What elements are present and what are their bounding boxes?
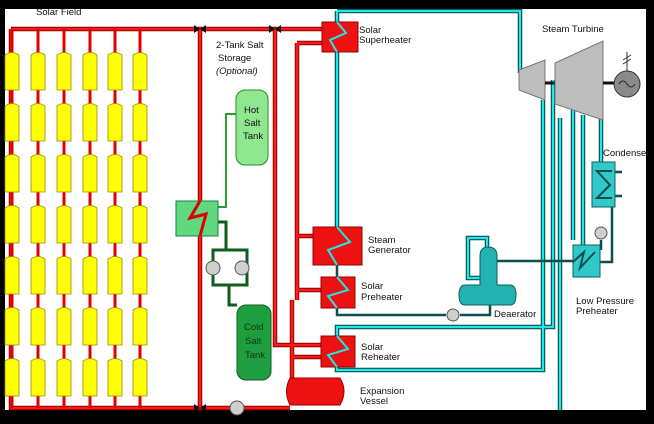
lp-turbine	[554, 40, 604, 121]
condenser	[591, 161, 616, 208]
solar-collector	[82, 307, 98, 346]
valves	[194, 25, 281, 412]
solar-collector	[4, 358, 20, 397]
solar-collector	[56, 307, 72, 346]
valve-icon	[194, 25, 206, 33]
solar-collector	[56, 103, 72, 142]
solar-collector	[56, 52, 72, 91]
steam-turbine-label: Steam Turbine	[542, 24, 604, 35]
solar-collector	[30, 358, 46, 397]
storage-label-2: Storage	[218, 53, 251, 64]
ground-icon	[622, 52, 632, 71]
ac-wave-icon	[618, 80, 636, 88]
valve-icon	[194, 404, 206, 412]
solar-collector	[4, 103, 20, 142]
pumps	[205, 226, 608, 416]
solar-collector	[30, 307, 46, 346]
solar-collector	[56, 154, 72, 193]
solar-collector	[82, 205, 98, 244]
pump-icon	[229, 400, 245, 416]
cold-salt-tank	[236, 304, 272, 381]
solar-collector	[132, 52, 148, 91]
solar-field-label: Solar Field	[36, 7, 81, 18]
hp-turbine	[518, 59, 546, 101]
expansion-vessel	[286, 377, 345, 406]
solar-collector	[132, 154, 148, 193]
pump-icon	[594, 226, 608, 240]
solar-collector	[4, 256, 20, 295]
solar-collector	[4, 205, 20, 244]
solar-collector	[30, 154, 46, 193]
solar-collector	[132, 205, 148, 244]
solar-collector	[30, 205, 46, 244]
solar-collector	[107, 205, 123, 244]
deaerator	[458, 246, 517, 306]
pump-icon	[205, 260, 221, 276]
solar-collector	[132, 358, 148, 397]
solar-collector	[4, 52, 20, 91]
solar-collector	[82, 52, 98, 91]
solar-collector	[82, 358, 98, 397]
deaerator-label: Deaerator	[494, 309, 536, 320]
hot-salt-tank	[235, 89, 269, 166]
condenser-label: Condenser	[603, 148, 649, 159]
storage-optional-label: (Optional)	[216, 66, 258, 77]
solar-collector	[132, 256, 148, 295]
solar-collector	[82, 103, 98, 142]
solar-collector	[132, 307, 148, 346]
solar-collector	[56, 256, 72, 295]
solar-collector	[82, 154, 98, 193]
solar-collector	[30, 103, 46, 142]
solar-collector	[82, 256, 98, 295]
storage-label: 2-Tank Salt	[216, 40, 264, 51]
solar-collector	[107, 154, 123, 193]
solar-collector	[107, 256, 123, 295]
solar-collector	[56, 205, 72, 244]
solar-collector	[107, 52, 123, 91]
hot-tank-pipe	[218, 113, 236, 208]
lp-preheater-coil	[572, 249, 596, 272]
solar-collector	[107, 358, 123, 397]
condenser-coil	[594, 170, 612, 199]
solar-collector	[132, 103, 148, 142]
exchanger-coils	[326, 21, 352, 368]
solar-collector	[4, 307, 20, 346]
solar-collector	[30, 256, 46, 295]
solar-collector	[30, 52, 46, 91]
valve-icon	[269, 25, 281, 33]
solar-collector	[107, 103, 123, 142]
water-pipes	[335, 9, 603, 410]
salt-exchanger-coil	[186, 200, 209, 237]
solar-collector-field	[4, 52, 148, 397]
solar-collector	[107, 307, 123, 346]
solar-collector	[4, 154, 20, 193]
solar-collector	[56, 358, 72, 397]
pump-icon	[234, 260, 250, 276]
pump-icon	[446, 308, 460, 322]
